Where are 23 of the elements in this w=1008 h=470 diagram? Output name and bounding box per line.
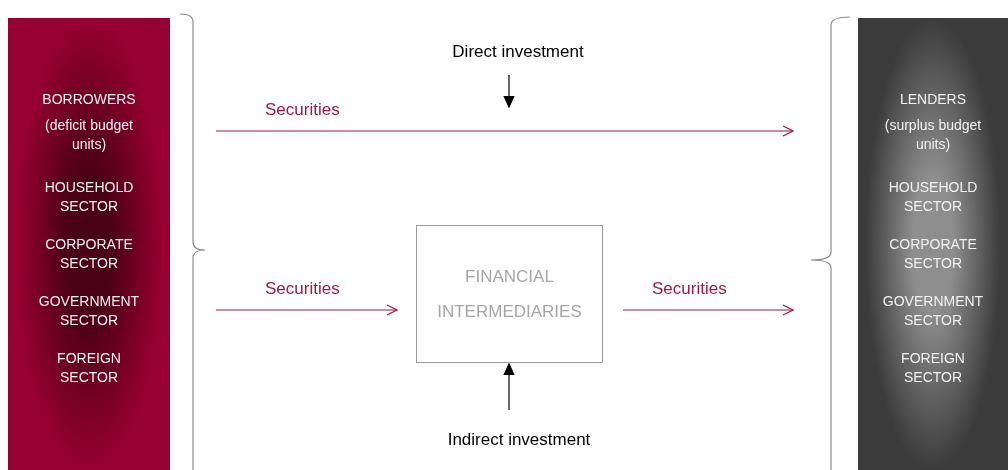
arrow — [503, 363, 515, 411]
annotation-text: Indirect investment — [446, 430, 592, 450]
process-box — [416, 225, 603, 363]
arrow — [503, 74, 515, 108]
box-label: FINANCIAL INTERMEDIARIES — [436, 266, 583, 323]
group-subtitle: (deficit budget units) — [44, 116, 134, 154]
sector-panel — [8, 18, 170, 470]
group-heading: BORROWERS — [41, 90, 137, 109]
sector-label: FOREIGN SECTOR — [900, 349, 966, 387]
sector-label: CORPORATE SECTOR — [888, 235, 978, 273]
group-heading: LENDERS — [898, 90, 968, 109]
sector-label: CORPORATE SECTOR — [44, 235, 134, 273]
sector-label: HOUSEHOLD SECTOR — [43, 178, 135, 216]
sector-label: FOREIGN SECTOR — [56, 349, 122, 387]
sector-panel — [858, 18, 1008, 470]
sector-label: GOVERNMENT SECTOR — [37, 292, 141, 330]
annotation-text: Direct investment — [451, 42, 585, 62]
sector-label: GOVERNMENT SECTOR — [881, 292, 985, 330]
arrow — [215, 125, 794, 137]
arrow — [622, 304, 794, 316]
sector-label: HOUSEHOLD SECTOR — [887, 178, 979, 216]
group-subtitle: (surplus budget units) — [883, 116, 983, 154]
arrow — [215, 304, 398, 316]
